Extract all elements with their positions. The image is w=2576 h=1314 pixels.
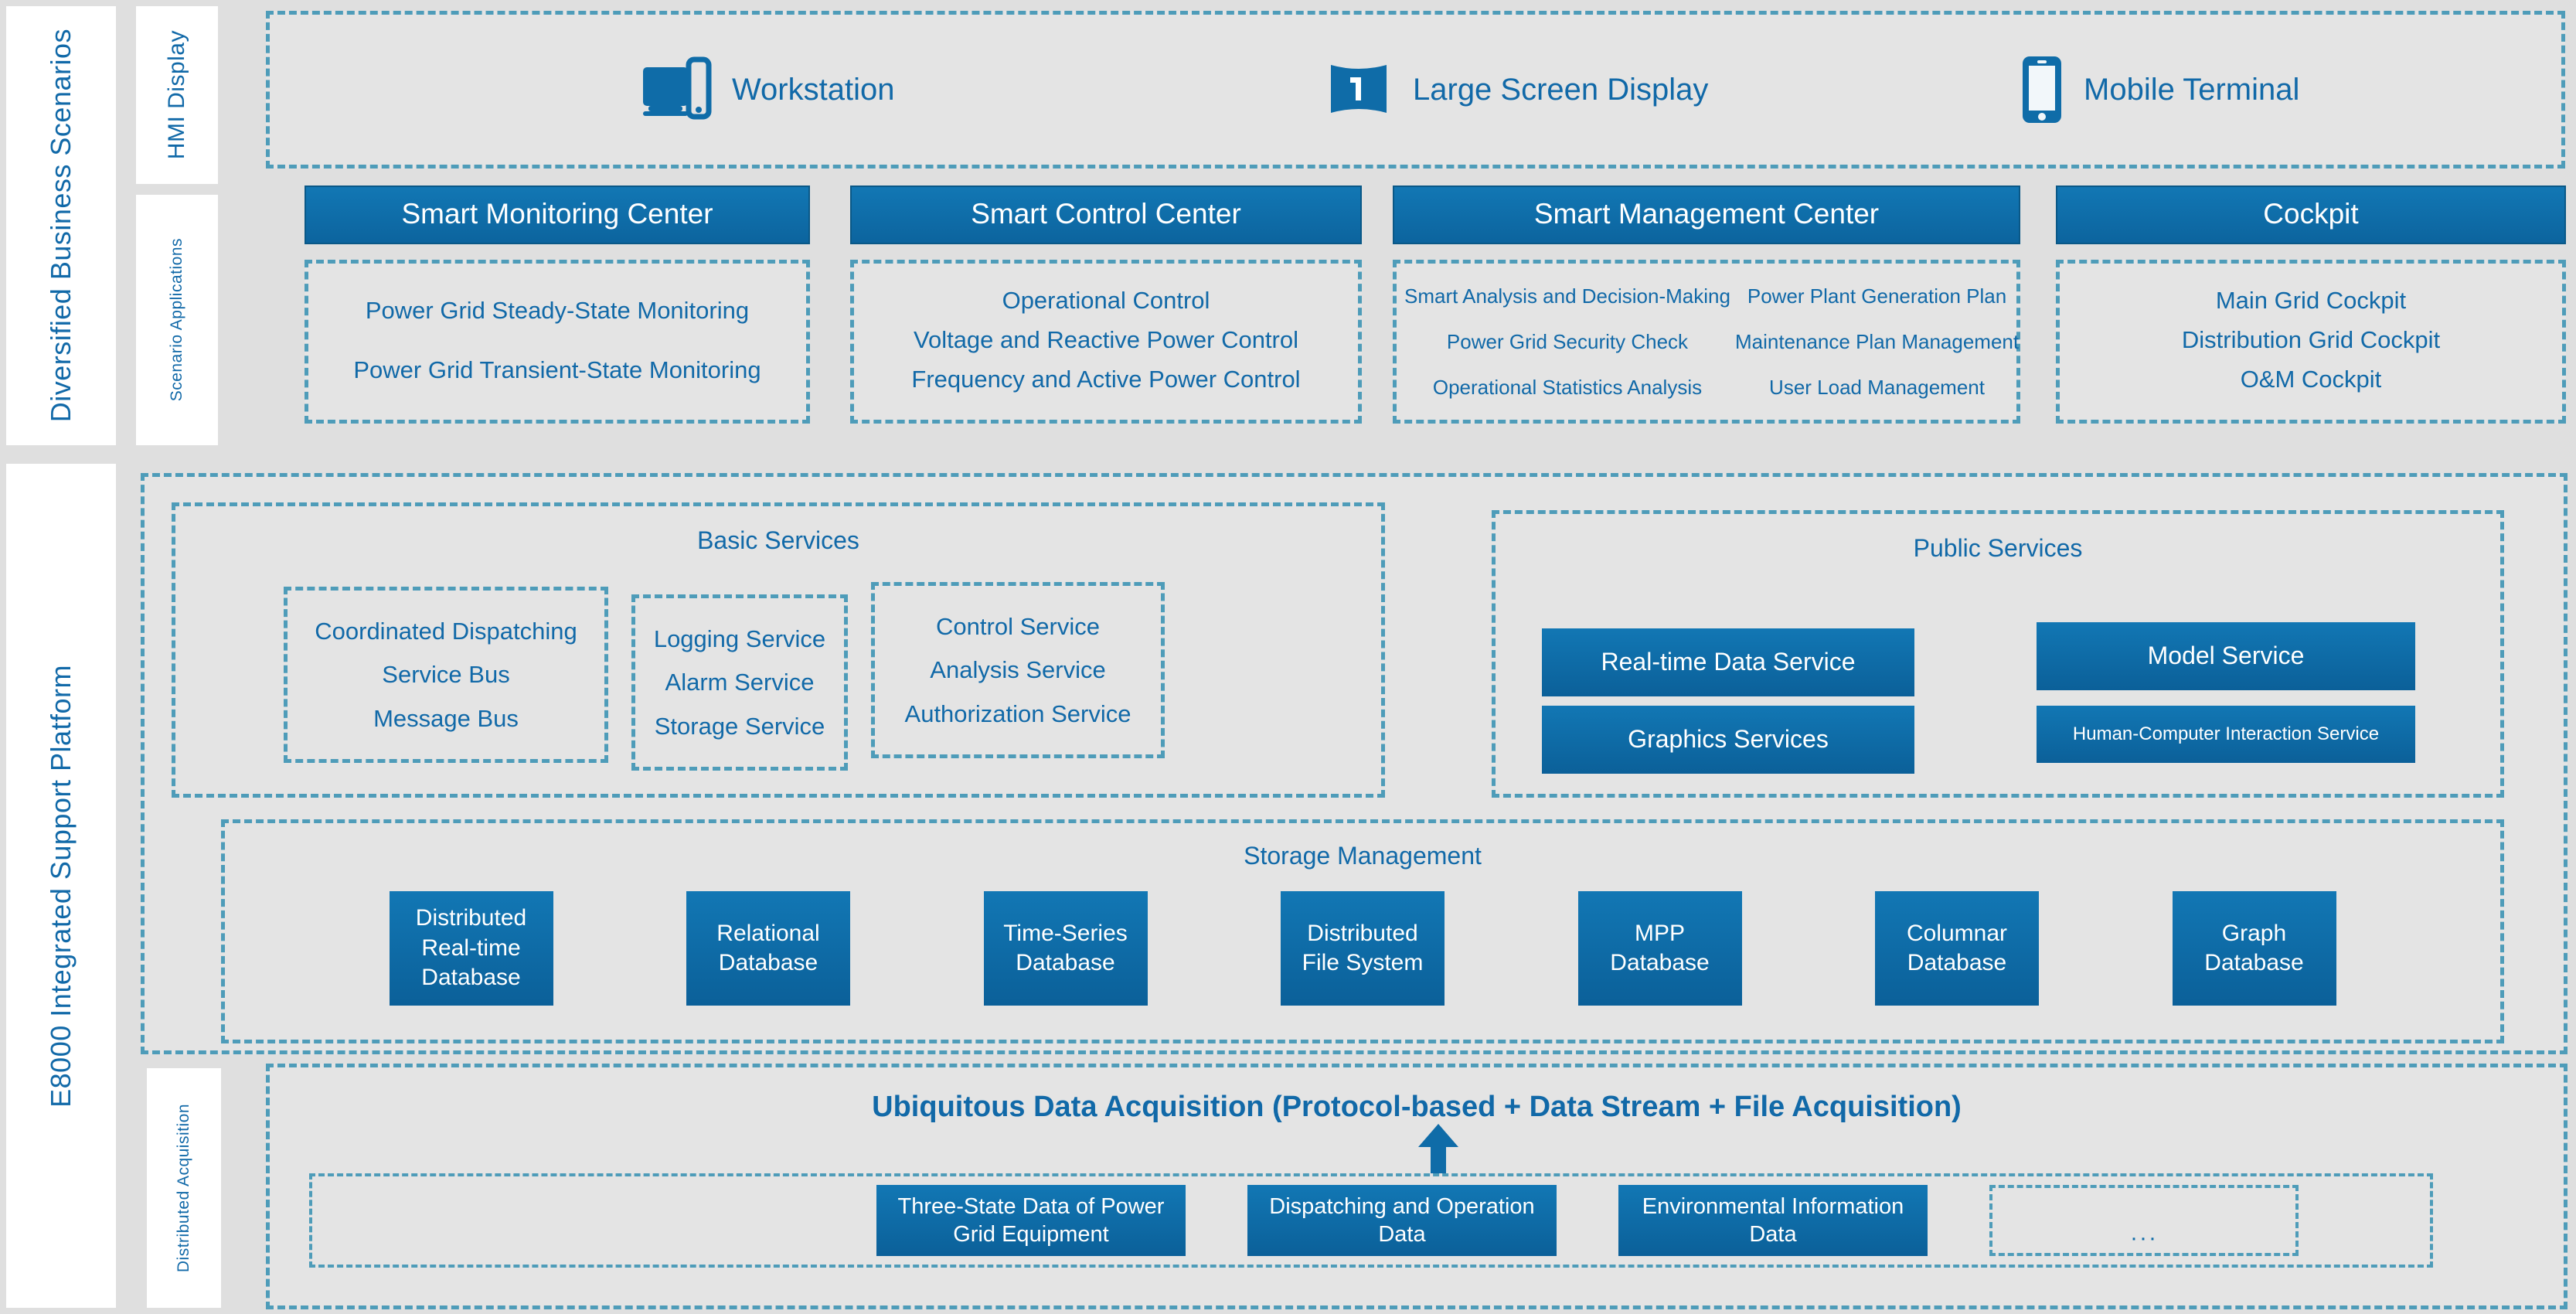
service-item[interactable]: Alarm Service: [665, 669, 815, 696]
storage-management-panel: Storage Management Distributed Real-time…: [221, 819, 2504, 1043]
scenario-item[interactable]: Power Grid Security Check: [1446, 329, 1689, 353]
scenario-item[interactable]: User Load Management: [1769, 375, 1985, 399]
public-service-tile-model-service[interactable]: Model Service: [2037, 622, 2415, 690]
basic-services-group-2: Logging Service Alarm Service Storage Se…: [631, 594, 848, 771]
service-item[interactable]: Coordinated Dispatching: [315, 617, 577, 645]
scenario-column-cockpit: Cockpit Main Grid Cockpit Distribution G…: [2056, 186, 2566, 424]
service-item[interactable]: Authorization Service: [904, 700, 1131, 727]
scenario-item[interactable]: Operational Control: [1002, 286, 1210, 314]
service-item[interactable]: Analysis Service: [930, 656, 1106, 683]
service-item[interactable]: Logging Service: [653, 625, 826, 652]
acquisition-source-three-state-data[interactable]: Three-State Data of Power Grid Equipment: [876, 1185, 1186, 1256]
scenario-header-smart-management-center[interactable]: Smart Management Center: [1393, 186, 2020, 244]
database-tile-time-series-database[interactable]: Time-Series Database: [983, 891, 1148, 1006]
scenario-item[interactable]: Power Grid Steady-State Monitoring: [365, 296, 750, 324]
service-item[interactable]: Message Bus: [373, 704, 519, 732]
scenario-body-smart-monitoring-center: Power Grid Steady-State Monitoring Power…: [305, 260, 810, 424]
database-tile-distributed-real-time-database[interactable]: Distributed Real-time Database: [389, 891, 553, 1006]
large-screen-icon: [1325, 60, 1393, 119]
rail-platform-label: E8000 Integrated Support Platform: [45, 664, 77, 1108]
scenario-item[interactable]: Smart Analysis and Decision-Making: [1404, 284, 1730, 308]
rail-diversified-business-scenarios: Diversified Business Scenarios: [6, 6, 116, 445]
hmi-item-mobile-terminal[interactable]: Mobile Terminal: [2020, 54, 2299, 125]
scenario-item[interactable]: Operational Statistics Analysis: [1432, 375, 1703, 399]
database-tile-mpp-database[interactable]: MPP Database: [1577, 891, 1742, 1006]
scenario-column-smart-monitoring-center: Smart Monitoring Center Power Grid Stead…: [305, 186, 810, 424]
scenario-body-cockpit: Main Grid Cockpit Distribution Grid Cock…: [2056, 260, 2566, 424]
rail-hmi-display: HMI Display: [136, 6, 218, 184]
scenario-header-smart-monitoring-center[interactable]: Smart Monitoring Center: [305, 186, 810, 244]
scenario-body-smart-management-center: Smart Analysis and Decision-Making Power…: [1393, 260, 2020, 424]
database-tile-relational-database[interactable]: Relational Database: [686, 891, 850, 1006]
acquisition-source-dispatching-operation-data[interactable]: Dispatching and Operation Data: [1247, 1185, 1557, 1256]
public-services-panel: Public Services Real-time Data Service G…: [1492, 510, 2504, 798]
acquisition-source-strip: Three-State Data of Power Grid Equipment…: [312, 1176, 2430, 1265]
acquisition-source-placeholder[interactable]: ···: [1989, 1185, 2299, 1256]
acquisition-title: Ubiquitous Data Acquisition (Protocol-ba…: [872, 1091, 1962, 1123]
scenario-header-smart-control-center[interactable]: Smart Control Center: [850, 186, 1362, 244]
basic-services-title: Basic Services: [697, 526, 859, 554]
service-item[interactable]: Storage Service: [654, 712, 825, 740]
scenario-item[interactable]: Power Grid Transient-State Monitoring: [353, 356, 761, 383]
rail-business-label: Diversified Business Scenarios: [45, 29, 77, 423]
workstation-icon: [641, 56, 712, 123]
service-item[interactable]: Service Bus: [382, 661, 510, 688]
service-item[interactable]: Control Service: [936, 612, 1100, 640]
scenario-item[interactable]: Distribution Grid Cockpit: [2181, 325, 2441, 353]
hmi-item-label: Mobile Terminal: [2084, 72, 2300, 107]
rail-scenario-applications: Scenario Applications: [136, 195, 218, 445]
basic-services-panel: Basic Services Coordinated Dispatching S…: [172, 502, 1385, 798]
scenario-item[interactable]: O&M Cockpit: [2240, 366, 2382, 393]
mobile-phone-icon: [2020, 54, 2064, 125]
scenario-item[interactable]: Power Plant Generation Plan: [1747, 284, 2007, 308]
database-tile-columnar-database[interactable]: Columnar Database: [1875, 891, 2039, 1006]
acquisition-source-environmental-information-data[interactable]: Environmental Information Data: [1618, 1185, 1928, 1256]
basic-services-group-1: Coordinated Dispatching Service Bus Mess…: [284, 587, 608, 763]
hmi-item-label: Large Screen Display: [1413, 72, 1709, 107]
basic-services-group-3: Control Service Analysis Service Authori…: [871, 582, 1165, 758]
rail-distributed-acquisition: Distributed Acquisition: [147, 1068, 221, 1308]
scenario-column-smart-management-center: Smart Management Center Smart Analysis a…: [1393, 186, 2020, 424]
scenario-column-smart-control-center: Smart Control Center Operational Control…: [850, 186, 1362, 424]
hmi-item-workstation[interactable]: Workstation: [641, 56, 894, 123]
storage-management-title: Storage Management: [1244, 842, 1482, 870]
scenario-item[interactable]: Voltage and Reactive Power Control: [913, 325, 1298, 353]
public-service-tile-human-computer-interaction-service[interactable]: Human-Computer Interaction Service: [2037, 706, 2415, 763]
public-services-title: Public Services: [1913, 534, 2083, 562]
scenario-item[interactable]: Frequency and Active Power Control: [911, 366, 1301, 393]
hmi-display-band: Workstation Large Screen Display: [266, 11, 2565, 169]
scenario-item[interactable]: Main Grid Cockpit: [2215, 286, 2407, 314]
acquisition-sources-panel: Three-State Data of Power Grid Equipment…: [309, 1173, 2433, 1268]
hmi-item-large-screen-display[interactable]: Large Screen Display: [1325, 60, 1708, 119]
scenario-item[interactable]: Maintenance Plan Management: [1734, 329, 2020, 353]
database-tile-distributed-file-system[interactable]: Distributed File System: [1281, 891, 1445, 1006]
database-tile-graph-database[interactable]: Graph Database: [2172, 891, 2336, 1006]
public-service-tile-real-time-data-service[interactable]: Real-time Data Service: [1542, 628, 1914, 696]
public-service-tile-graphics-services[interactable]: Graphics Services: [1542, 706, 1914, 774]
database-strip: Distributed Real-time Database Relationa…: [225, 891, 2500, 1006]
hmi-item-label: Workstation: [732, 72, 895, 107]
upward-arrow-icon: [1418, 1124, 1458, 1178]
scenario-header-cockpit[interactable]: Cockpit: [2056, 186, 2566, 244]
rail-scenario-label: Scenario Applications: [168, 238, 185, 402]
rail-e8000-integrated-support-platform: E8000 Integrated Support Platform: [6, 464, 116, 1308]
scenario-body-smart-control-center: Operational Control Voltage and Reactive…: [850, 260, 1362, 424]
rail-acquisition-label: Distributed Acquisition: [175, 1103, 192, 1273]
rail-hmi-label: HMI Display: [164, 30, 189, 160]
